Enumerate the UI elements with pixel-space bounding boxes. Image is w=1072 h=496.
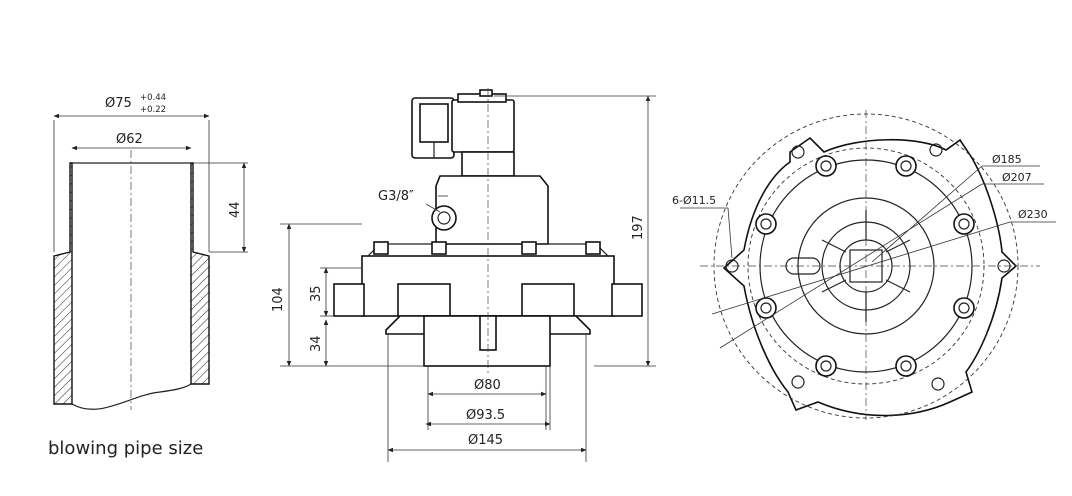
svg-text:Ø75: Ø75 [105, 96, 132, 111]
dia-80-label: Ø80 [474, 378, 501, 393]
spigot-height-label: 34 [309, 335, 324, 352]
thread-label: G3/8″ [378, 189, 414, 204]
pipe-outer-tol-lower: +0.22 [140, 105, 166, 115]
blowing-pipe-section: Ø75 +0.44 +0.22 Ø62 44 [53, 93, 248, 410]
body-height-label: 104 [271, 287, 286, 312]
dia-230-label: Ø230 [1018, 208, 1048, 221]
top-view-bolts [755, 155, 975, 377]
pipe-outer-dia-label: Ø75 [105, 96, 132, 111]
dia-93-label: Ø93.5 [466, 408, 505, 423]
pipe-outer-tol-upper: +0.44 [140, 93, 166, 103]
pipe-inner-dia-label: Ø62 [116, 132, 143, 147]
dia-207-label: Ø207 [1002, 171, 1032, 184]
valve-top-view: Ø185 Ø207 Ø230 6-Ø11.5 [672, 110, 1056, 420]
caption: blowing pipe size [48, 438, 204, 459]
dia-145-label: Ø145 [468, 433, 503, 448]
hole-label: 6-Ø11.5 [672, 194, 716, 207]
pipe-left-hatch [53, 162, 73, 405]
valve-side-view: G3/8″ 197 104 35 34 Ø80 Ø93.5 Ø145 [271, 88, 656, 462]
flange-height-label: 35 [309, 285, 324, 302]
dia-185-label: Ø185 [992, 153, 1022, 166]
pipe-socket-depth-label: 44 [228, 201, 243, 218]
total-height-label: 197 [631, 215, 646, 240]
pipe-right-hatch [190, 162, 210, 385]
